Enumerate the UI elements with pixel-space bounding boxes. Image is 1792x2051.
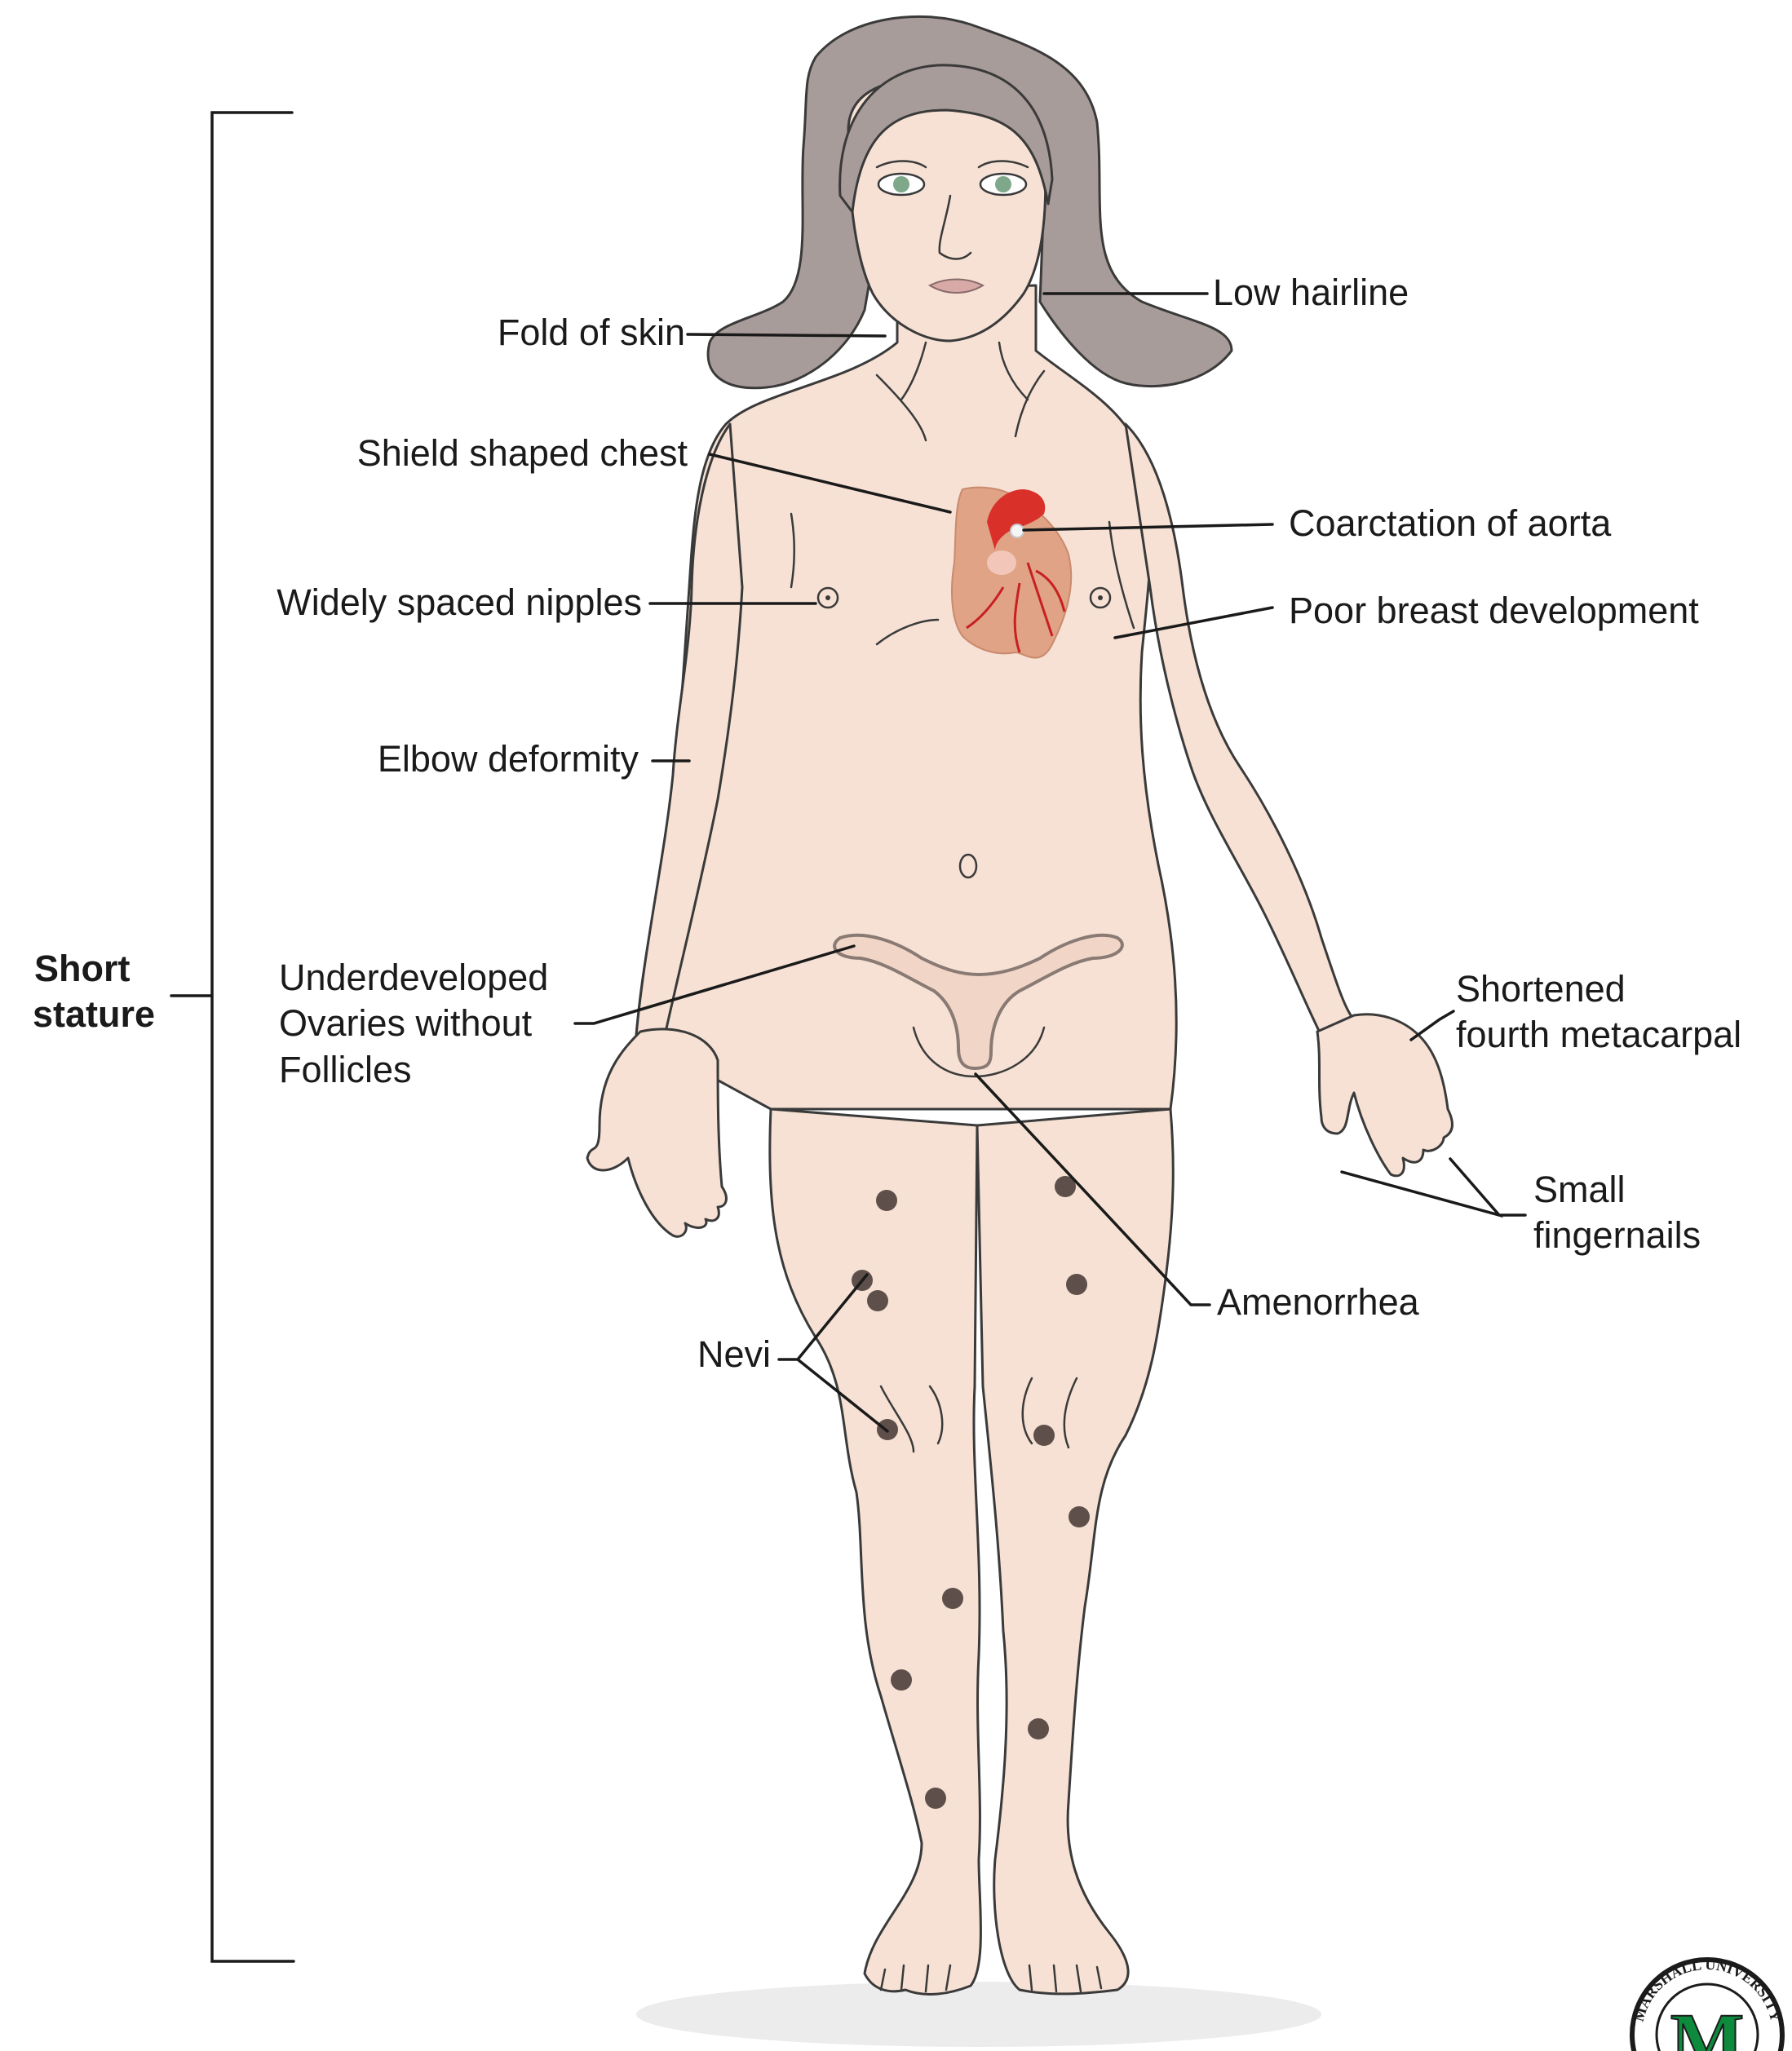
left-nipple-dot — [825, 595, 830, 600]
nevus-dot-12 — [925, 1788, 946, 1809]
label-coarctation: Coarctation of aorta — [1289, 502, 1612, 544]
nevus-dot-7 — [1033, 1425, 1055, 1446]
floor-shadow — [636, 1982, 1321, 2047]
left-hand — [587, 1029, 726, 1236]
label-nevi: Nevi — [697, 1333, 771, 1375]
label-breast: Poor breast development — [1289, 590, 1699, 631]
nevus-dot-5 — [867, 1290, 888, 1311]
label-amenorrhea: Amenorrhea — [1217, 1281, 1420, 1323]
label-short-stature: Short stature — [33, 948, 155, 1035]
university-seal: MARSHALL UNIVERSITY M — [1630, 1956, 1785, 2051]
pulmonary-artery — [987, 550, 1016, 575]
nevus-dot-8 — [1069, 1506, 1090, 1527]
label-low-hairline: Low hairline — [1213, 272, 1409, 313]
leader-fold-of-skin — [688, 334, 885, 336]
label-short-stature-line-1: Short — [34, 948, 131, 989]
short-stature-bracket — [171, 113, 294, 1961]
right-hand — [1317, 1014, 1452, 1176]
label-metacarpal: Shortened fourth metacarpal — [1456, 968, 1741, 1055]
label-nipples: Widely spaced nipples — [277, 581, 642, 623]
nevus-dot-9 — [942, 1588, 963, 1609]
label-ovaries-line-2: Ovaries without — [279, 1002, 533, 1044]
right-iris — [995, 176, 1011, 192]
left-leg — [770, 1109, 981, 1994]
label-ovaries: Underdeveloped Ovaries without Follicles — [279, 957, 559, 1090]
nevus-dot-1 — [876, 1190, 897, 1211]
label-shield-chest: Shield shaped chest — [357, 432, 688, 474]
nevus-dot-11 — [1028, 1718, 1049, 1739]
right-leg — [977, 1109, 1173, 1994]
label-fingernails: Small fingernails — [1533, 1169, 1701, 1256]
label-fingernails-line-2: fingernails — [1533, 1214, 1701, 1256]
leader-metacarpal — [1411, 1011, 1454, 1040]
label-fingernails-line-1: Small — [1533, 1169, 1626, 1210]
label-ovaries-line-3: Follicles — [279, 1049, 412, 1090]
label-short-stature-line-2: stature — [33, 993, 155, 1035]
label-elbow: Elbow deformity — [378, 738, 639, 780]
leader-fingernails — [1342, 1159, 1525, 1215]
right-nipple-dot — [1098, 595, 1103, 600]
label-metacarpal-line-1: Shortened — [1456, 968, 1626, 1010]
label-fold-of-skin: Fold of skin — [498, 312, 685, 353]
coarctation-marker — [1011, 524, 1024, 537]
nevus-dot-10 — [891, 1669, 912, 1691]
nevus-dot-3 — [1066, 1274, 1087, 1295]
label-ovaries-line-1: Underdeveloped — [279, 957, 548, 998]
seal-letter: M — [1670, 1997, 1745, 2051]
label-metacarpal-line-2: fourth metacarpal — [1456, 1014, 1741, 1055]
left-iris — [893, 176, 909, 192]
